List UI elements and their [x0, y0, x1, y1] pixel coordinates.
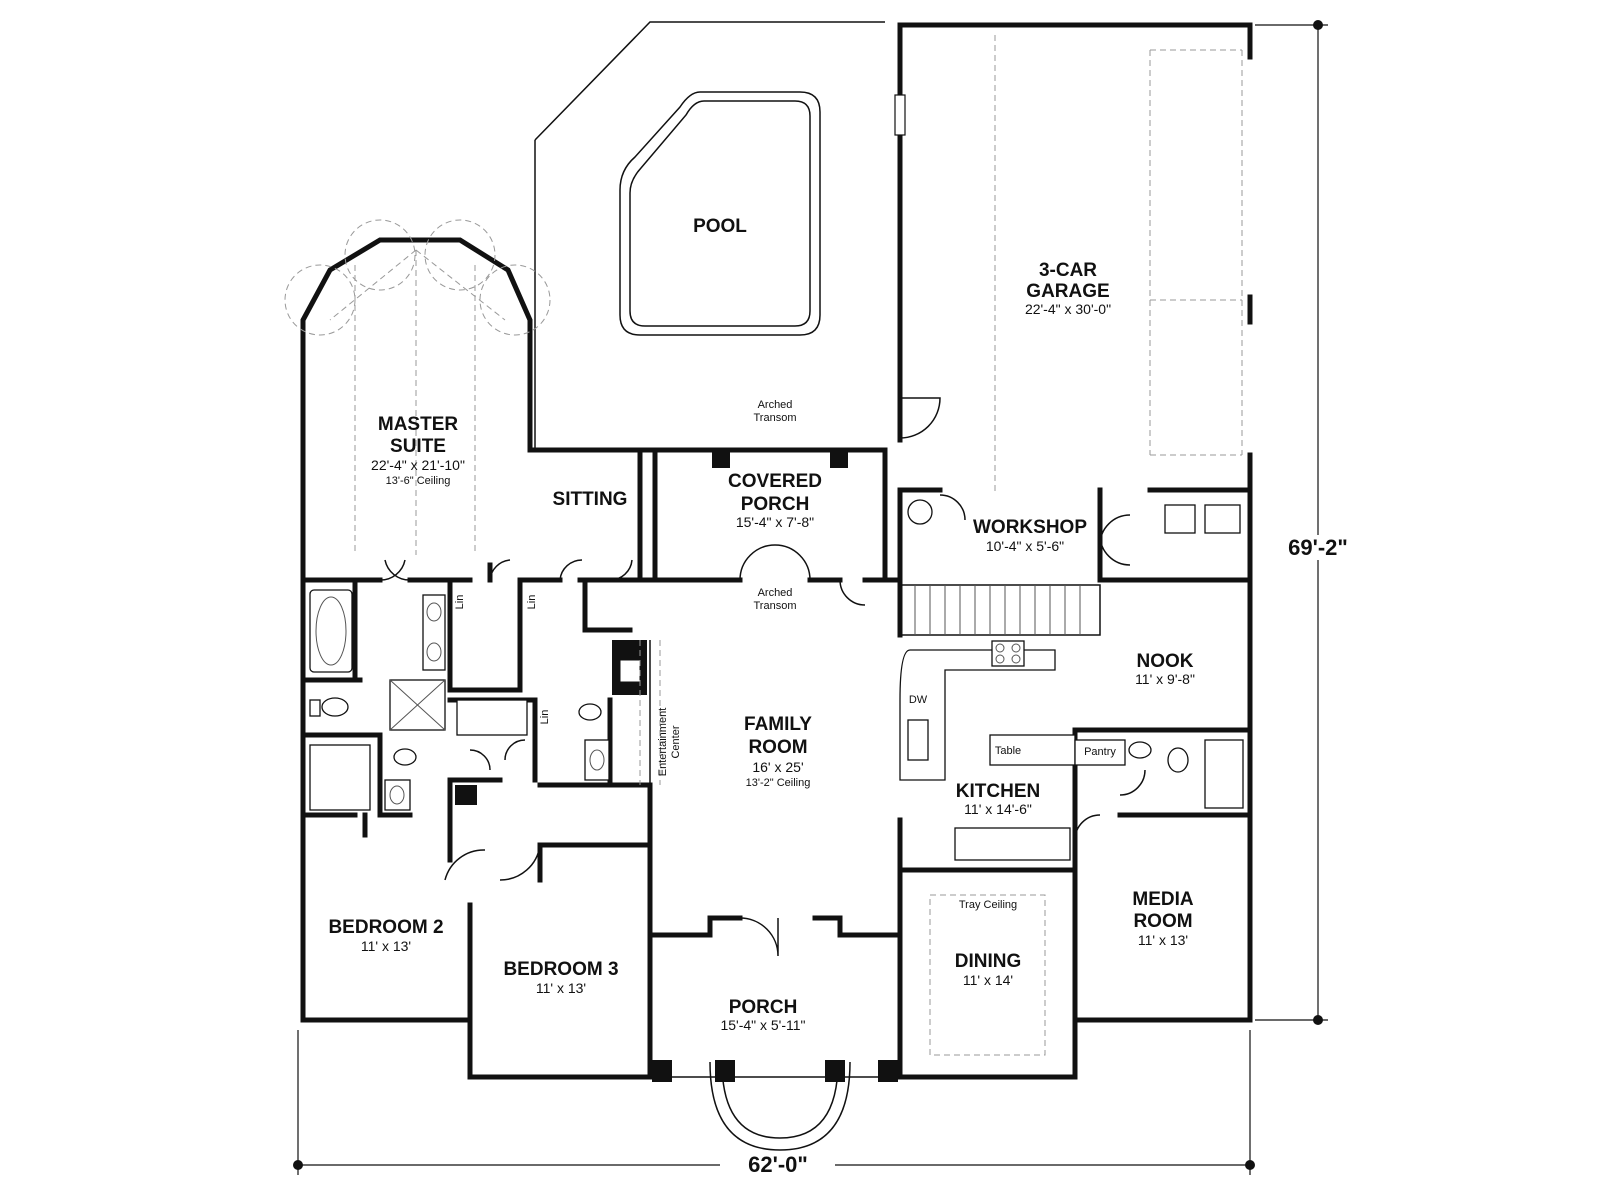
lin-label-2: Lin: [526, 595, 538, 610]
pantry-label: Pantry: [1084, 746, 1116, 758]
media-line1: MEDIA: [1132, 889, 1194, 910]
columns: [455, 448, 898, 1082]
covered-porch-line1: COVERED: [728, 471, 822, 492]
dining-ceiling: Tray Ceiling: [959, 899, 1017, 911]
table-label: Table: [995, 745, 1021, 757]
width-dimension: 62'-0": [748, 1152, 808, 1177]
nook-name: NOOK: [1137, 651, 1194, 672]
arched-transom-1-line1: Arched: [758, 399, 793, 411]
master-line1: MASTER: [378, 414, 459, 435]
lin-label-3: Lin: [539, 710, 551, 725]
ceiling-outlines: [639, 640, 1046, 1056]
arched-transom-1-line2: Transom: [754, 412, 797, 424]
porch-name: PORCH: [729, 997, 798, 1018]
dw-label: DW: [909, 694, 928, 706]
room-labels: POOL 3-CAR GARAGE 22'-4" x 30'-0" MASTER…: [328, 216, 1194, 1033]
entertainment-line2: Center: [670, 725, 682, 758]
dining-dims: 11' x 14': [963, 972, 1013, 988]
master-line2: SUITE: [390, 436, 446, 457]
family-line2: ROOM: [748, 737, 807, 758]
garage-line2: GARAGE: [1026, 281, 1109, 302]
depth-dimension: 69'-2": [1288, 535, 1348, 560]
dining-name: DINING: [955, 951, 1022, 972]
pool-basin: [619, 91, 821, 336]
porch-dims: 15'-4" x 5'-11": [720, 1017, 805, 1033]
kitchen-dims: 11' x 14'-6": [964, 801, 1032, 817]
master-bay-details: [284, 219, 551, 555]
nook-dims: 11' x 9'-8": [1135, 671, 1195, 687]
bedroom2-dims: 11' x 13': [361, 938, 411, 954]
sitting-name: SITTING: [553, 489, 628, 510]
media-dims: 11' x 13': [1138, 932, 1188, 948]
stairs: [899, 584, 1101, 636]
covered-porch-line2: PORCH: [741, 494, 810, 515]
door-swings: [379, 494, 1146, 957]
master-dims: 22'-4" x 21'-10": [371, 457, 465, 473]
bedroom3-name: BEDROOM 3: [503, 959, 618, 980]
family-dims: 16' x 25': [752, 759, 803, 775]
bedroom3-dims: 11' x 13': [536, 980, 586, 996]
workshop-dims: 10'-4" x 5'-6": [986, 538, 1064, 554]
arched-transom-2-line1: Arched: [758, 587, 793, 599]
garage: [894, 22, 1253, 593]
kitchen-name: KITCHEN: [956, 781, 1040, 802]
workshop-name: WORKSHOP: [973, 517, 1087, 538]
garage-line1: 3-CAR: [1039, 260, 1097, 281]
bath-fixtures: [309, 499, 1244, 811]
media-line2: ROOM: [1133, 911, 1192, 932]
garage-dims: 22'-4" x 30'-0": [1025, 301, 1111, 317]
bedroom2-name: BEDROOM 2: [328, 917, 443, 938]
kitchen-counters: [899, 640, 1126, 861]
lin-label-1: Lin: [454, 595, 466, 610]
small-labels: Arched Transom Arched Transom Entertainm…: [454, 399, 1116, 776]
family-ceiling: 13'-2" Ceiling: [746, 777, 811, 789]
pool-name: POOL: [693, 216, 747, 237]
master-ceiling: 13'-6" Ceiling: [386, 475, 451, 487]
covered-porch-dims: 15'-4" x 7'-8": [736, 514, 814, 530]
arched-transom-2-line2: Transom: [754, 600, 797, 612]
dimension-lines: 62'-0" 69'-2": [293, 20, 1348, 1177]
family-line1: FAMILY: [744, 714, 812, 735]
entertainment-line1: Entertainment: [657, 708, 669, 776]
